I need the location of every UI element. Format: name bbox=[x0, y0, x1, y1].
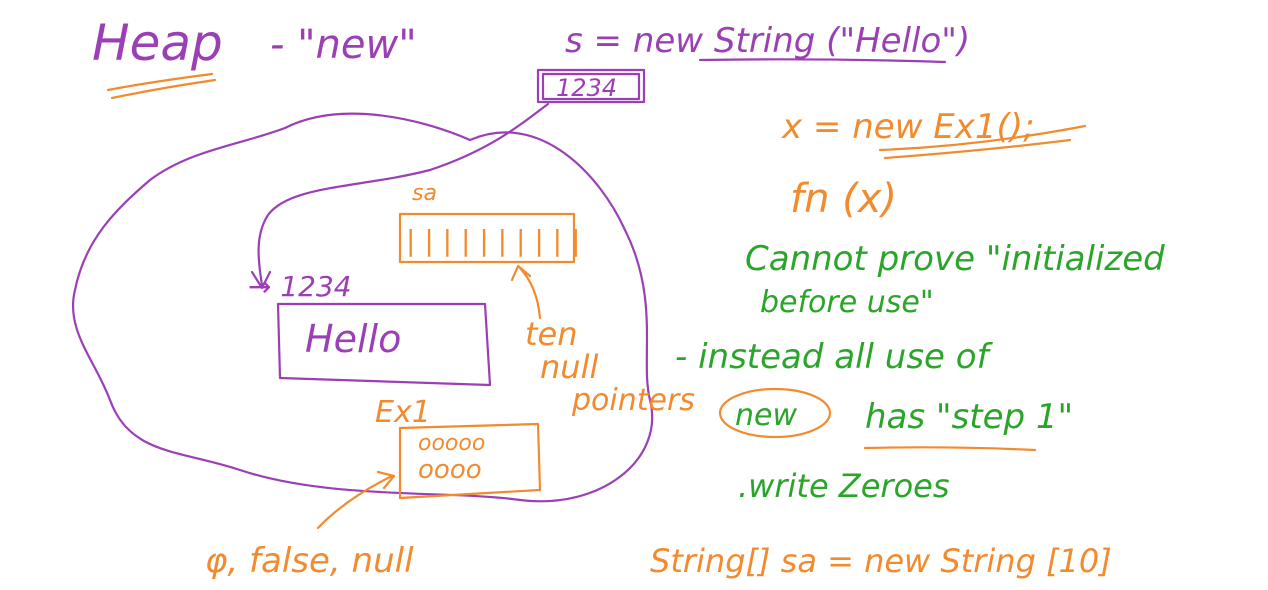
hello-object-box bbox=[276, 302, 492, 387]
sa-label: sa bbox=[412, 181, 437, 206]
has-step-one: has "step 1" bbox=[865, 397, 1073, 437]
heap-title: Heap bbox=[92, 14, 223, 72]
string-allocation-expression: s = new String ("Hello") bbox=[565, 21, 970, 61]
ex1-fields-row1: ooooo bbox=[418, 431, 485, 456]
ex1-fields-row2: oooo bbox=[418, 455, 482, 485]
ten-label: ten bbox=[525, 315, 578, 353]
ex1-object-box bbox=[398, 422, 542, 500]
write-zeroes-label: .write Zeroes bbox=[738, 467, 950, 505]
new-keyword-circle bbox=[718, 387, 832, 439]
heap-underline bbox=[106, 72, 217, 100]
pointer-value: 1234 bbox=[556, 74, 617, 102]
new-keyword: new bbox=[735, 398, 797, 433]
x-assign-underline bbox=[878, 124, 1087, 160]
ten-null-arrow bbox=[510, 264, 542, 320]
fn-call-expression: fn (x) bbox=[790, 176, 897, 222]
heap-blob-outline bbox=[71, 112, 654, 503]
pointer-arrow bbox=[257, 102, 550, 287]
has-step-underline bbox=[863, 446, 1037, 452]
string-array-expression: String[] sa = new String [10] bbox=[650, 542, 1112, 580]
sa-array-cells: | | | | | | | | | | bbox=[406, 224, 580, 257]
null-label: null bbox=[540, 348, 598, 386]
pointers-label: pointers bbox=[571, 383, 695, 418]
pointer-box bbox=[536, 68, 646, 104]
instead-line: - instead all use of bbox=[675, 337, 994, 377]
pointer-box-inner bbox=[541, 72, 641, 101]
cannot-prove-line1: Cannot prove "initialized bbox=[745, 239, 1165, 279]
defaults-arrow bbox=[316, 470, 396, 530]
new-keyword-label: - "new" bbox=[270, 22, 417, 68]
sa-array-box bbox=[398, 212, 576, 264]
string-expression-underline bbox=[698, 58, 947, 64]
hello-text: Hello bbox=[305, 317, 401, 361]
cannot-prove-line2: before use" bbox=[760, 285, 934, 320]
default-values-label: φ, false, null bbox=[205, 541, 414, 581]
pointer-arrow-head bbox=[250, 270, 272, 290]
heap-address-label: → 1234 bbox=[248, 270, 352, 303]
ex1-label: Ex1 bbox=[375, 395, 431, 430]
